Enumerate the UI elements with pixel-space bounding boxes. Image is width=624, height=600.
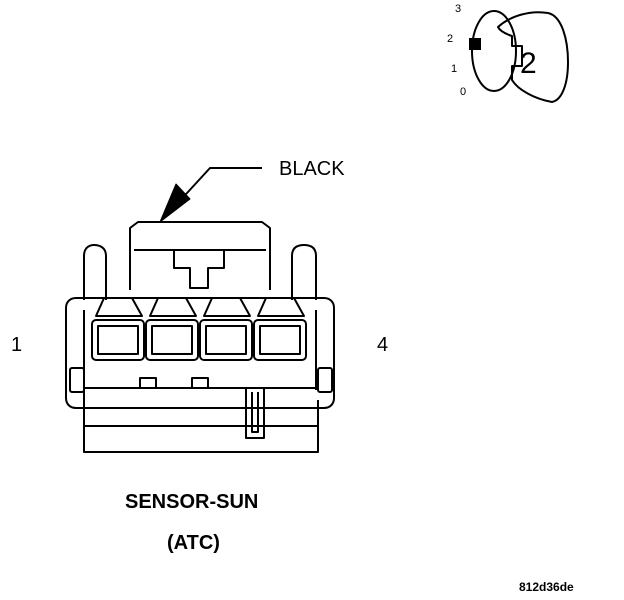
key-ring	[471, 10, 517, 92]
key-position-1-label: 1	[451, 63, 458, 75]
connector-latch-housing	[129, 221, 271, 290]
pin-4-label: 4	[377, 334, 389, 356]
left-post	[83, 244, 107, 300]
cavity-pin-1	[91, 297, 145, 361]
key-position-indicator	[469, 10, 569, 103]
connector-body	[65, 221, 335, 453]
latch-tab	[173, 250, 225, 289]
right-rib	[317, 367, 333, 393]
right-post	[291, 244, 317, 300]
key-position-3-label: 3	[455, 3, 462, 15]
key-position-marker	[469, 38, 481, 50]
connector-subname: (ATC)	[167, 532, 220, 554]
key-position-0-label: 0	[460, 86, 467, 98]
connector-name: SENSOR-SUN	[125, 491, 259, 513]
key-position-2-label: 2	[447, 33, 454, 45]
color-callout-leader	[159, 167, 262, 223]
cavity-pin-4	[253, 297, 307, 361]
connector-outer-body	[65, 297, 335, 409]
cavity-pin-3	[199, 297, 253, 361]
left-rib	[69, 367, 85, 393]
key-slot	[245, 388, 265, 439]
callout-arrow-icon	[159, 183, 191, 223]
wire-color-callout: BLACK	[279, 158, 345, 180]
key-number-label: 2	[520, 47, 537, 80]
connector-skirt	[83, 377, 319, 453]
figure-id: 812d36de	[519, 580, 574, 594]
pin-1-label: 1	[11, 334, 23, 356]
key-blade	[497, 11, 569, 103]
cavity-pin-2	[145, 297, 199, 361]
terminal-cavities	[91, 297, 307, 361]
